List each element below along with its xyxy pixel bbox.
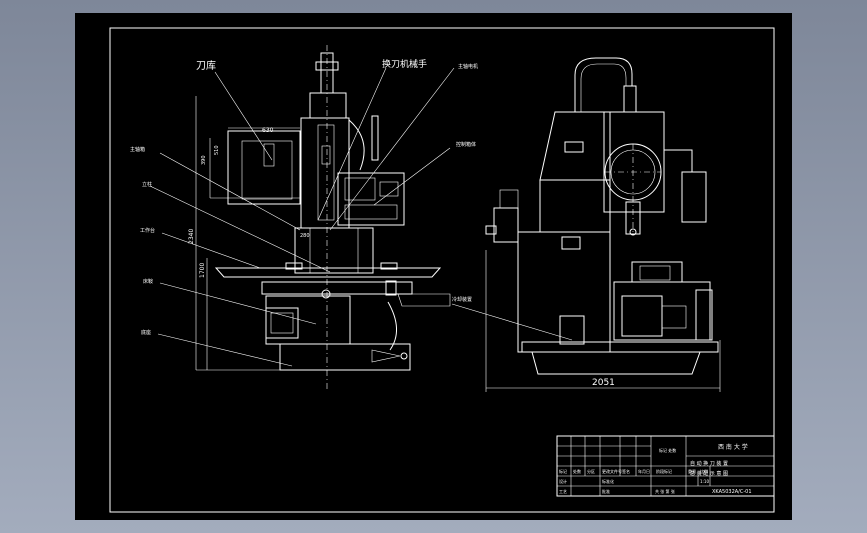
tb-weight: 重量 <box>688 468 696 474</box>
tb-title-2: 总 装 配 示 意 图 <box>690 470 728 477</box>
tb-school: 西 南 大 学 <box>718 443 748 451</box>
tb-stage: 阶段标记 <box>656 468 672 474</box>
rev-col-sign: 签名 <box>622 468 630 474</box>
label-worktable: 工作台 <box>140 227 155 234</box>
tb-standard: 标准化 <box>602 478 614 484</box>
side-view: 2051 冷却装置 <box>451 57 721 392</box>
drawing-sheet <box>75 13 792 520</box>
tb-drawing-no: XKA5032A/C-01 <box>712 489 752 495</box>
dim-2051: 2051 <box>592 378 615 388</box>
tb-scale: 1:10 <box>700 479 709 484</box>
tb-designer: 设计 <box>559 478 567 484</box>
rev-col-date: 年月日 <box>638 468 650 474</box>
dim-510: 510 <box>214 145 220 155</box>
label-spindle-box: 主轴箱 <box>130 146 145 153</box>
tb-title-1: 自 动 换 刀 装 置 <box>690 460 728 467</box>
leader-tool-change-arm <box>317 67 387 221</box>
dim-280: 280 <box>300 233 310 239</box>
tb-process: 工艺 <box>559 489 567 494</box>
rev-col-zone: 分区 <box>587 468 595 474</box>
label-tool-magazine: 刀库 <box>196 59 216 72</box>
rev-col-count: 处数 <box>573 468 581 474</box>
dim-630: 630 <box>262 127 274 134</box>
tb-sheets: 共 张 第 张 <box>655 488 675 494</box>
label-tool-change-arm: 换刀机械手 <box>382 58 427 70</box>
drawing-frame <box>109 27 775 513</box>
rev-col-doc: 更改文件号 <box>602 468 622 474</box>
tb-approve: 批准 <box>602 488 610 494</box>
dim-390: 390 <box>201 155 207 165</box>
dim-1700: 1700 <box>199 263 206 278</box>
label-base: 底座 <box>141 329 151 336</box>
label-spindle-motor: 主轴电机 <box>458 63 478 70</box>
front-view: 630 390 510 280 234 <box>130 45 478 390</box>
rev-col-mark: 标记 <box>559 468 567 474</box>
dim-2340: 2340 <box>188 229 195 244</box>
label-saddle: 床鞍 <box>143 278 153 285</box>
label-control-box: 控制箱体 <box>456 141 476 148</box>
label-cooling: 冷却装置 <box>452 296 472 303</box>
leader-tool-magazine <box>214 71 273 161</box>
tb-ratio: 比例 <box>700 468 708 474</box>
title-block: 标记 处数 分区 更改文件号 签名 年月日 设计 标准化 工艺 批准 标记 处数… <box>556 435 775 497</box>
label-column: 立柱 <box>142 181 152 188</box>
tb-mid-label: 标记 处数 <box>659 447 676 453</box>
